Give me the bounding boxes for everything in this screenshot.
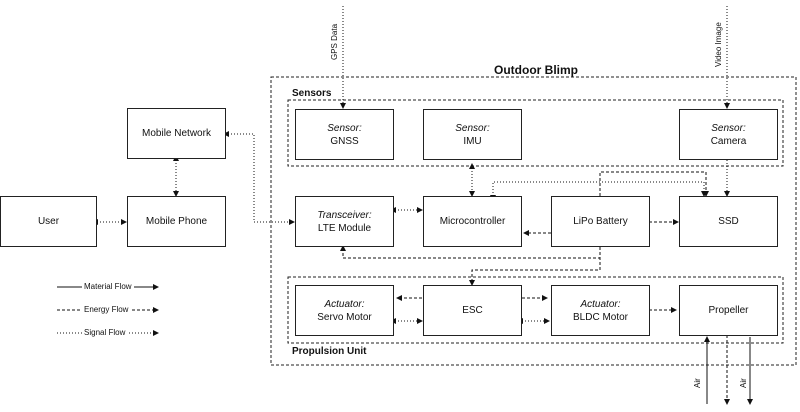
bldc-label: BLDC Motor (572, 311, 628, 323)
legend-energy-label: Energy Flow (82, 305, 131, 315)
air-out-label: Air (739, 378, 748, 388)
propulsion-group-label: Propulsion Unit (292, 346, 367, 357)
user-node: User (0, 196, 97, 247)
transceiver-label: LTE Module (317, 222, 372, 234)
imu-label: IMU (463, 135, 482, 147)
network-transceiver-signal (223, 131, 295, 225)
imu-kind: Sensor: (455, 122, 490, 134)
transceiver-node: Transceiver: LTE Module (295, 196, 394, 247)
legend-material-label: Material Flow (82, 282, 134, 292)
air-in-label: Air (693, 378, 702, 388)
mobile-network-node: Mobile Network (127, 108, 226, 159)
camera-label: Camera (710, 135, 747, 147)
esc-node: ESC (423, 285, 522, 336)
propulsion-group-frame (287, 276, 784, 344)
gnss-kind: Sensor: (327, 122, 362, 134)
servo-motor-node: Actuator: Servo Motor (295, 285, 394, 336)
microcontroller-label: Microcontroller (439, 216, 506, 227)
gnss-node: Sensor: GNSS (295, 109, 394, 160)
lipo-transceiver-energy (340, 245, 601, 259)
camera-node: Sensor: Camera (679, 109, 778, 160)
camera-kind: Sensor: (711, 122, 746, 134)
lipo-esc-energy (469, 247, 601, 286)
sensors-group-label: Sensors (292, 88, 332, 99)
sensors-group-frame (287, 99, 784, 167)
bldc-motor-node: Actuator: BLDC Motor (551, 285, 650, 336)
esc-label: ESC (462, 305, 483, 316)
lipo-sensors-energy (599, 171, 709, 197)
imu-node: Sensor: IMU (423, 109, 522, 160)
mobile-phone-node: Mobile Phone (127, 196, 226, 247)
propeller-node: Propeller (679, 285, 778, 336)
servo-label: Servo Motor (317, 311, 372, 323)
ssd-node: SSD (679, 196, 778, 247)
lipo-battery-node: LiPo Battery (551, 196, 650, 247)
gnss-label: GNSS (330, 135, 359, 147)
propeller-label: Propeller (708, 305, 749, 316)
video-image-label: Video Image (714, 22, 723, 67)
micro-ssd-signal (490, 181, 707, 201)
ssd-label: SSD (718, 216, 739, 227)
transceiver-kind: Transceiver: (317, 209, 372, 221)
microcontroller-node: Microcontroller (423, 196, 522, 247)
user-label: User (37, 216, 60, 227)
mobile-network-label: Mobile Network (142, 128, 211, 139)
mobile-phone-label: Mobile Phone (145, 216, 208, 227)
diagram-title: Outdoor Blimp (494, 63, 578, 77)
legend-signal-label: Signal Flow (82, 328, 128, 338)
servo-kind: Actuator: (324, 298, 365, 310)
gps-data-label: GPS Data (330, 23, 339, 60)
bldc-kind: Actuator: (580, 298, 621, 310)
lipo-battery-label: LiPo Battery (573, 216, 628, 227)
